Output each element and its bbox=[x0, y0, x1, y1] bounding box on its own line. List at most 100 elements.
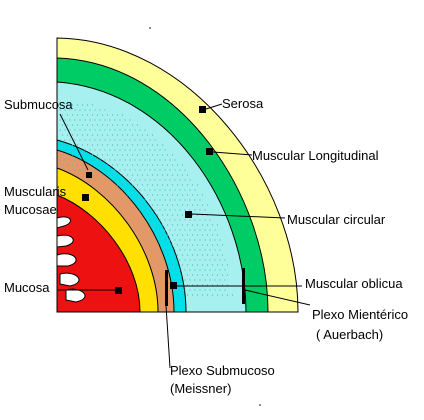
texture-dot bbox=[94, 119, 96, 121]
texture-dot bbox=[156, 144, 159, 146]
texture-dot bbox=[216, 264, 219, 266]
texture-dot bbox=[84, 109, 86, 111]
texture-dot bbox=[221, 244, 224, 246]
texture-dot bbox=[219, 269, 221, 271]
texture-dot bbox=[86, 164, 89, 166]
texture-dot bbox=[191, 254, 194, 256]
texture-dot bbox=[89, 109, 91, 111]
texture-dot bbox=[199, 219, 201, 221]
texture-dot bbox=[181, 284, 184, 286]
texture-dot bbox=[224, 269, 226, 271]
texture-dot bbox=[76, 144, 79, 146]
texture-dot bbox=[189, 219, 191, 221]
texture-dot bbox=[91, 104, 94, 106]
texture-dot bbox=[204, 279, 206, 281]
texture-dot bbox=[194, 259, 196, 261]
texture-dot bbox=[171, 164, 174, 166]
texture-dot bbox=[159, 209, 161, 211]
texture-dot bbox=[96, 144, 99, 146]
texture-dot bbox=[74, 149, 76, 151]
texture-dot bbox=[136, 124, 139, 126]
texture-dot bbox=[176, 174, 179, 176]
texture-dot bbox=[199, 229, 201, 231]
texture-dot bbox=[146, 144, 149, 146]
texture-dot bbox=[171, 254, 174, 256]
texture-dot bbox=[76, 114, 79, 116]
texture-dot bbox=[174, 259, 176, 261]
texture-dot bbox=[174, 209, 176, 211]
texture-dot bbox=[144, 129, 146, 131]
texture-dot bbox=[96, 154, 99, 156]
texture-dot bbox=[66, 154, 69, 156]
texture-dot bbox=[214, 279, 216, 281]
texture-dot bbox=[124, 189, 126, 191]
texture-dot bbox=[146, 184, 149, 186]
texture-dot bbox=[74, 159, 76, 161]
texture-dot bbox=[64, 139, 66, 141]
muscular-circular-marker bbox=[185, 211, 192, 218]
texture-dot bbox=[191, 294, 194, 296]
texture-dot bbox=[161, 234, 164, 236]
texture-dot bbox=[159, 149, 161, 151]
muscular-oblicua-marker bbox=[170, 282, 177, 289]
texture-dot bbox=[186, 224, 189, 226]
texture-dot bbox=[206, 234, 209, 236]
texture-dot bbox=[196, 224, 199, 226]
texture-dot bbox=[131, 174, 134, 176]
texture-dot bbox=[99, 119, 101, 121]
texture-dot bbox=[69, 159, 71, 161]
texture-dot bbox=[171, 174, 174, 176]
texture-dot bbox=[161, 204, 164, 206]
texture-dot bbox=[66, 164, 69, 166]
texture-dot bbox=[124, 139, 126, 141]
texture-dot bbox=[136, 144, 139, 146]
texture-dot bbox=[94, 169, 96, 171]
texture-dot bbox=[169, 189, 171, 191]
texture-dot bbox=[61, 114, 64, 116]
circular-muscle-texture bbox=[59, 104, 234, 296]
texture-dot bbox=[84, 159, 86, 161]
texture-dot bbox=[136, 184, 139, 186]
texture-dot bbox=[184, 169, 186, 171]
texture-dot bbox=[216, 234, 219, 236]
texture-dot bbox=[59, 109, 61, 111]
texture-dot bbox=[91, 144, 94, 146]
texture-dot bbox=[169, 169, 171, 171]
texture-dot bbox=[91, 114, 94, 116]
texture-dot bbox=[219, 279, 221, 281]
texture-dot bbox=[189, 269, 191, 271]
texture-dot bbox=[201, 294, 204, 296]
texture-dot bbox=[206, 274, 209, 276]
texture-dot bbox=[156, 194, 159, 196]
texture-dot bbox=[181, 294, 184, 296]
texture-dot bbox=[206, 264, 209, 266]
texture-dot bbox=[194, 219, 196, 221]
mucosa-marker bbox=[115, 287, 122, 294]
texture-dot bbox=[171, 184, 174, 186]
texture-dot bbox=[176, 284, 179, 286]
texture-dot bbox=[164, 239, 166, 241]
texture-dot bbox=[221, 284, 224, 286]
muscularis-mucosae-marker bbox=[82, 194, 89, 201]
texture-dot bbox=[169, 199, 171, 201]
texture-dot bbox=[59, 149, 61, 151]
texture-dot bbox=[186, 174, 189, 176]
texture-dot bbox=[154, 179, 156, 181]
texture-dot bbox=[86, 104, 89, 106]
texture-dot bbox=[116, 144, 119, 146]
texture-dot bbox=[216, 294, 219, 296]
texture-dot bbox=[184, 239, 186, 241]
texture-dot bbox=[89, 139, 91, 141]
texture-dot bbox=[109, 169, 111, 171]
texture-dot bbox=[109, 149, 111, 151]
texture-dot bbox=[164, 209, 166, 211]
texture-dot bbox=[201, 234, 204, 236]
texture-dot bbox=[186, 204, 189, 206]
texture-dot bbox=[174, 279, 176, 281]
texture-dot bbox=[129, 159, 131, 161]
texture-dot bbox=[159, 219, 161, 221]
texture-dot bbox=[106, 174, 109, 176]
texture-dot bbox=[79, 139, 81, 141]
texture-dot bbox=[174, 189, 176, 191]
